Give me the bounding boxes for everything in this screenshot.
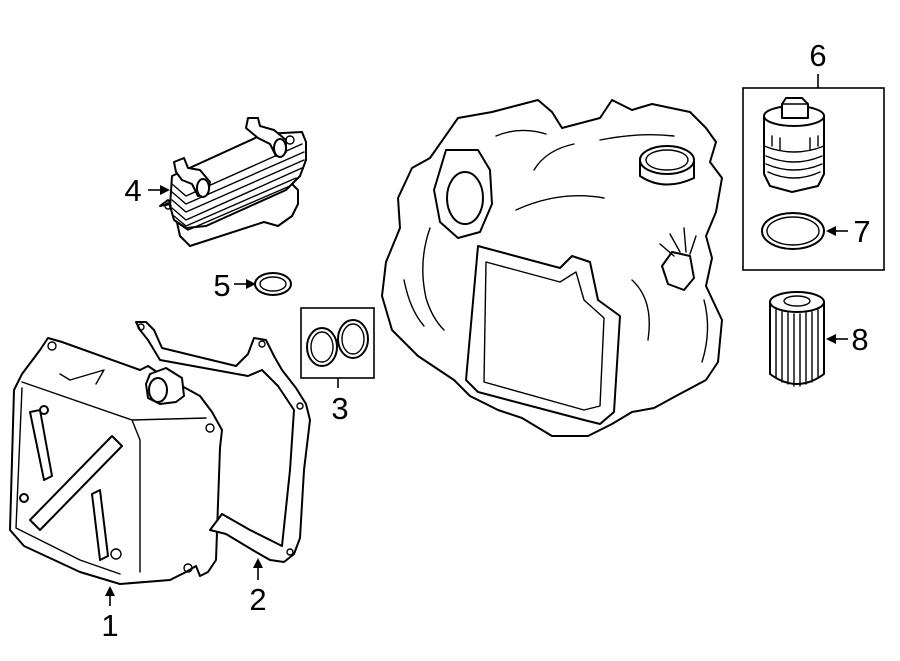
callout-3: 3 <box>331 391 348 426</box>
filter-element <box>769 291 825 387</box>
callout-7: 7 <box>853 214 870 249</box>
transmission-housing <box>381 99 723 437</box>
o-ring-kit <box>300 307 375 379</box>
pan-gasket <box>135 321 311 563</box>
callout-8: 8 <box>851 322 868 357</box>
callout-4: 4 <box>124 173 141 208</box>
filter-housing-kit <box>742 87 885 271</box>
oil-pan <box>9 337 223 585</box>
leader-lines <box>105 74 848 606</box>
oil-cooler <box>159 117 307 247</box>
callout-6: 6 <box>809 38 826 73</box>
callout-5: 5 <box>213 268 230 303</box>
callout-2: 2 <box>249 582 266 617</box>
callout-1: 1 <box>101 608 118 643</box>
callout-labels: 1 2 3 4 5 6 7 8 <box>101 38 870 643</box>
small-o-ring <box>254 272 292 296</box>
